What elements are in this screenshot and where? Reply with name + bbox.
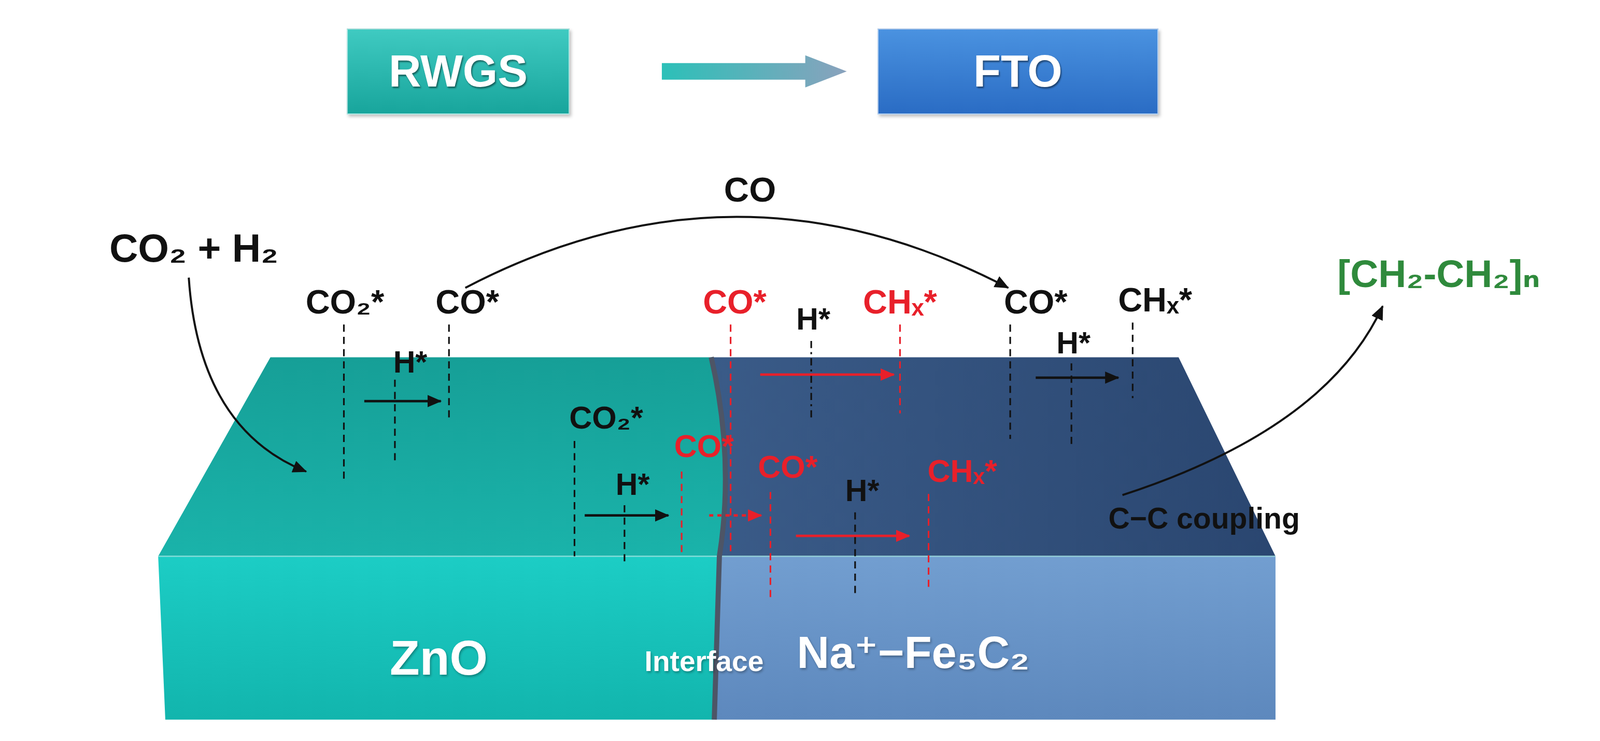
- species-label: CO*: [702, 283, 767, 321]
- species-label: CHₓ*: [1117, 281, 1193, 319]
- dash: [1131, 322, 1134, 399]
- box-title: RWGS: [388, 45, 528, 97]
- dash: [769, 491, 772, 598]
- dash: [927, 493, 930, 592]
- species-label: CO*: [1003, 283, 1068, 321]
- species-label: CHₓ*: [927, 454, 997, 489]
- species-label: CO*: [757, 449, 818, 485]
- zno-front: [158, 556, 720, 720]
- zno-top: [158, 357, 726, 557]
- material-label: Na⁺−Fe₅C₂: [797, 628, 1030, 678]
- species-label: CO₂*: [305, 283, 385, 321]
- region-label: Interface: [644, 645, 764, 677]
- species-label: H*: [393, 345, 428, 379]
- dash-lines: [343, 322, 1133, 598]
- species-label: CHₓ*: [862, 283, 938, 321]
- flow-arrow: [661, 55, 847, 88]
- species-label: CO*: [435, 283, 500, 321]
- species-label: H*: [1056, 326, 1091, 360]
- box-title: FTO: [973, 45, 1063, 97]
- process-label: C−C coupling: [1108, 502, 1300, 535]
- dash: [899, 324, 901, 414]
- step-arrow: [584, 514, 669, 517]
- step-arrow: [709, 514, 761, 517]
- reaction-arrows: [188, 217, 1383, 537]
- step-arrow: [364, 400, 442, 403]
- dash: [343, 324, 345, 480]
- product-arrow: [1122, 306, 1383, 495]
- co-transfer-arrow: [465, 217, 1009, 289]
- step-arrow: [796, 534, 910, 538]
- dash: [393, 379, 396, 465]
- species-label: H*: [615, 468, 650, 502]
- dash: [448, 324, 450, 419]
- process-box: FTO: [877, 28, 1158, 115]
- step-arrow: [760, 373, 895, 377]
- step-arrow: [1035, 376, 1118, 379]
- dash: [573, 441, 576, 557]
- species-label: CO₂*: [569, 401, 643, 436]
- fe-front: [714, 556, 1276, 720]
- product-label: [CH₂-CH₂]ₙ: [1337, 251, 1540, 295]
- dash: [681, 471, 683, 557]
- dash: [1009, 324, 1011, 440]
- dash: [810, 341, 813, 419]
- species-label: H*: [796, 302, 831, 337]
- arc-label: CO: [724, 170, 776, 209]
- species-label: CO*: [674, 429, 734, 465]
- species-label: H*: [845, 473, 880, 508]
- feed-arrow: [188, 277, 306, 472]
- dash: [854, 512, 856, 598]
- dash: [1070, 363, 1073, 445]
- catalyst-slab: [158, 357, 1276, 720]
- material-label: ZnO: [389, 631, 488, 686]
- reactant-label: CO₂ + H₂: [109, 225, 279, 270]
- process-box: RWGS: [346, 28, 570, 115]
